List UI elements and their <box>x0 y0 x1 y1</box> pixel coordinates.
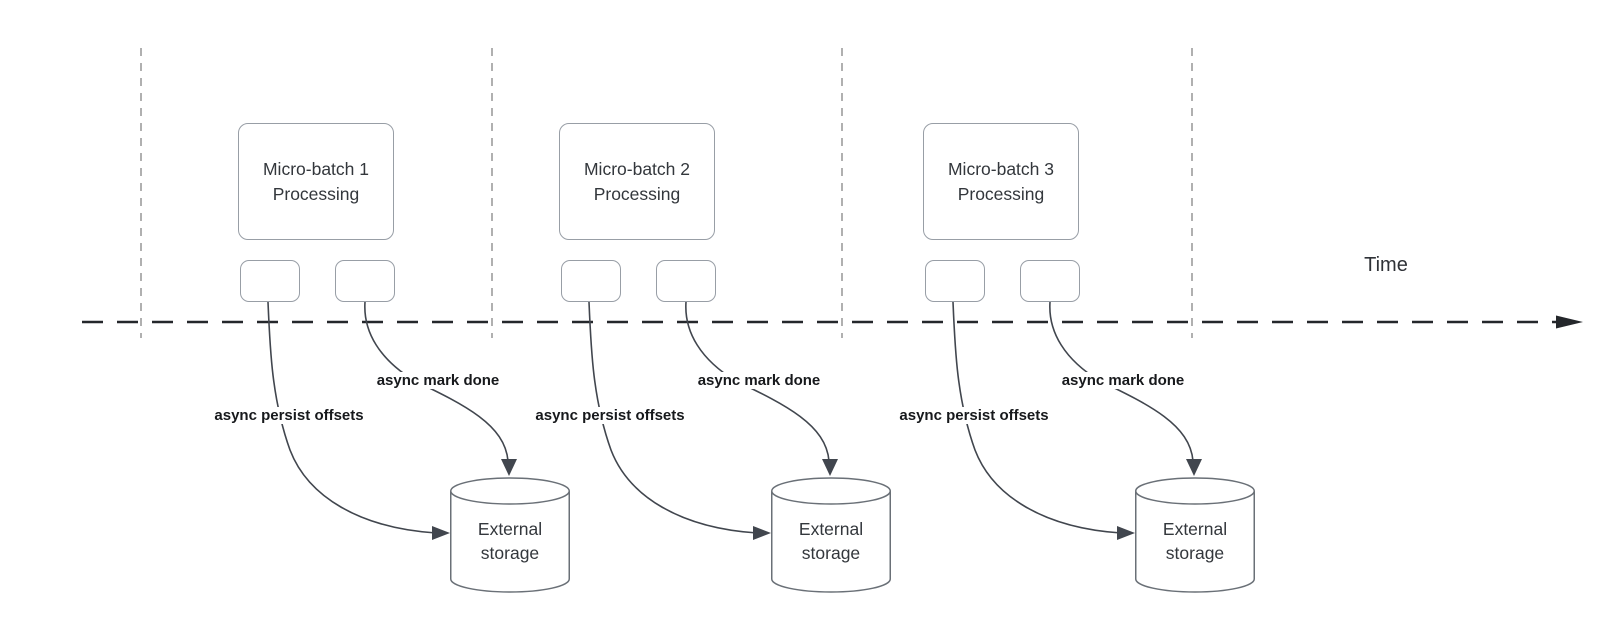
mark-done-label: async mark done <box>1058 372 1188 389</box>
persist-offsets-arrow <box>267 301 437 534</box>
micro-batch-2-processing-box: Micro-batch 2 Processing <box>559 123 715 240</box>
micro-batch-1-offset-box-right <box>335 260 395 302</box>
cylinder-top <box>450 477 570 505</box>
micro-batch-3-offset-box-left <box>925 260 985 302</box>
time-axis-label: Time <box>1364 254 1408 276</box>
mark-done-arrowhead <box>501 459 517 476</box>
cylinder-body <box>771 491 891 593</box>
external-storage-cylinder <box>771 477 891 593</box>
cylinder-top <box>1135 477 1255 505</box>
cylinder-body <box>1135 491 1255 593</box>
mark-done-arrowhead <box>1186 459 1202 476</box>
persist-offsets-arrowhead <box>432 526 450 540</box>
cylinder-top <box>771 477 891 505</box>
micro-batch-2-offset-box-right <box>656 260 716 302</box>
cylinder-body <box>450 491 570 593</box>
group-3-connectors <box>952 301 1255 593</box>
group-1-connectors <box>267 301 570 593</box>
persist-offsets-arrowhead <box>1117 526 1135 540</box>
persist-offsets-arrowhead <box>753 526 771 540</box>
micro-batch-2-offset-box-left <box>561 260 621 302</box>
persist-offsets-label: async persist offsets <box>896 407 1052 424</box>
group-2-connectors <box>588 301 891 593</box>
persist-offsets-arrow <box>588 301 758 534</box>
external-storage-cylinder <box>450 477 570 593</box>
micro-batch-1-processing-box: Micro-batch 1 Processing <box>238 123 394 240</box>
mark-done-label: async mark done <box>694 372 824 389</box>
micro-batch-3-processing-box: Micro-batch 3 Processing <box>923 123 1079 240</box>
mark-done-arrowhead <box>822 459 838 476</box>
mark-done-label: async mark done <box>373 372 503 389</box>
time-axis-arrowhead <box>1556 315 1583 329</box>
external-storage-cylinder <box>1135 477 1255 593</box>
persist-offsets-arrow <box>952 301 1122 534</box>
micro-batch-1-offset-box-left <box>240 260 300 302</box>
persist-offsets-label: async persist offsets <box>532 407 688 424</box>
persist-offsets-label: async persist offsets <box>211 407 367 424</box>
micro-batch-3-offset-box-right <box>1020 260 1080 302</box>
